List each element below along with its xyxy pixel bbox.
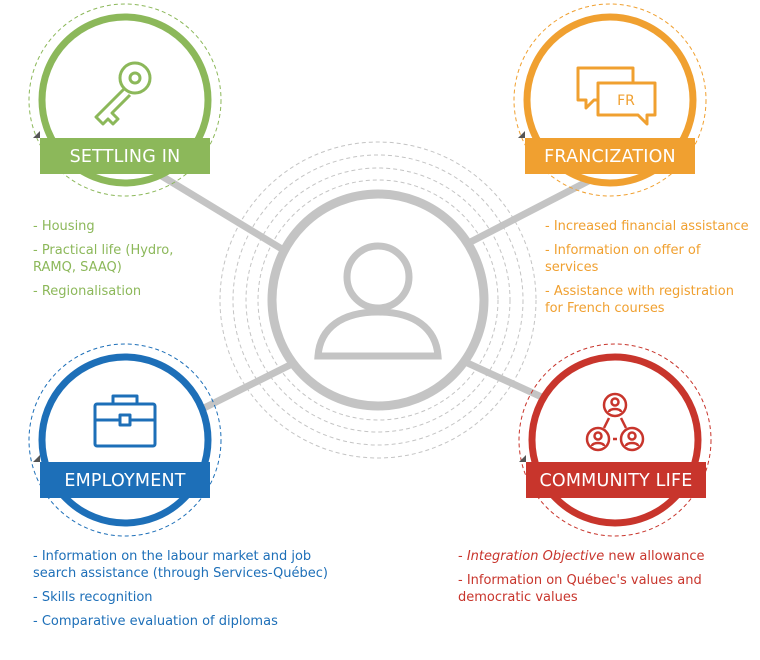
francization-label: FRANCIZATION (544, 147, 676, 167)
person-icon (314, 242, 442, 360)
community-life-label: COMMUNITY LIFE (539, 471, 692, 491)
list-item: - Information on Québec's values and dem… (458, 573, 702, 605)
item-rest: new allowance (604, 549, 705, 564)
community-life-list: - Integration Objective new allowance - … (458, 548, 753, 613)
list-item: - Skills recognition (33, 590, 153, 605)
item-italic: Integration Objective (466, 549, 605, 564)
connector-franc (453, 171, 602, 254)
employment-label: EMPLOYMENT (64, 471, 185, 491)
francization-list: - Increased financial assistance - Infor… (545, 218, 755, 324)
francization-node: FR FRANCIZATION (513, 3, 707, 197)
list-item: - Comparative evaluation of diplomas (33, 614, 278, 629)
list-item: - Information on the labour market and j… (33, 549, 329, 581)
settling-in-banner (40, 138, 210, 174)
employment-list: - Information on the labour market and j… (33, 548, 363, 637)
list-item: - Integration Objective new allowance (458, 548, 753, 565)
speech-bubbles-icon (576, 66, 657, 126)
key-icon (94, 61, 152, 126)
settling-in-label: SETTLING IN (70, 147, 181, 167)
center-rings (219, 141, 537, 459)
fr-text: FR (617, 93, 635, 109)
list-item: - Housing (33, 219, 95, 234)
briefcase-icon (93, 394, 157, 448)
center-circle (267, 189, 489, 411)
community-life-banner (526, 462, 706, 498)
list-item: - Information on offer of services (545, 243, 701, 275)
item-prefix: - (458, 549, 467, 564)
settling-in-list: - Housing - Practical life (Hydro, RAMQ,… (33, 218, 233, 307)
community-life-node: COMMUNITY LIFE (518, 343, 712, 537)
list-item: - Practical life (Hydro, RAMQ, SAAQ) (33, 243, 174, 275)
list-item: - Regionalisation (33, 284, 142, 299)
list-item: - Assistance with registration for Frenc… (545, 284, 734, 316)
employment-banner (40, 462, 210, 498)
settling-in-node: SETTLING IN (28, 3, 222, 197)
list-item: - Increased financial assistance (545, 219, 749, 234)
francization-banner (525, 138, 695, 174)
employment-node: EMPLOYMENT (28, 343, 222, 537)
connector-employ (198, 356, 302, 414)
people-network-icon (585, 392, 645, 452)
connector-settling (158, 172, 302, 263)
